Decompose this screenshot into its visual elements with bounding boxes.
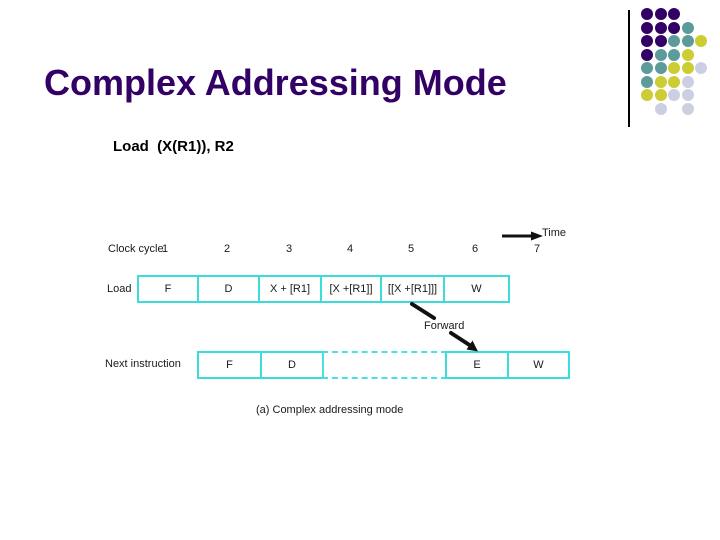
dot-icon (681, 35, 694, 47)
dot-icon (641, 35, 653, 47)
dot-icon (641, 89, 653, 101)
dot-icon (681, 62, 694, 74)
dot-icon (681, 48, 694, 61)
dot-icon (681, 89, 694, 101)
pipeline-box-load-xr1: [X +[R1]] (320, 275, 382, 303)
dot-icon (641, 62, 653, 74)
dot-icon (654, 8, 667, 20)
forward-arrow-from-load (410, 302, 436, 320)
dot-icon (654, 62, 667, 74)
pipeline-box-load-f: F (137, 275, 199, 303)
cycle-number-7: 7 (533, 243, 541, 255)
pipeline-box-load-xr1: [[X +[R1]]] (380, 275, 445, 303)
pipeline-box-next-w: W (507, 351, 570, 379)
time-label: Time (542, 227, 567, 239)
dot-icon (668, 21, 680, 34)
dot-icon (695, 62, 707, 74)
cycle-number-3: 3 (285, 243, 293, 255)
dot-icon (654, 35, 667, 47)
dot-icon (668, 35, 680, 47)
pipeline-box-next-f: F (197, 351, 262, 379)
dot-icon (641, 75, 653, 88)
dot-icon (681, 75, 694, 88)
row-label-load: Load (107, 283, 132, 295)
time-arrow (502, 231, 543, 241)
figure-caption: (a) Complex addressing mode (256, 404, 404, 416)
forward-arrow-to-next (449, 331, 478, 352)
row-label-next-instruction: Next instruction (105, 358, 181, 370)
pipeline-box-next-stall (322, 351, 447, 379)
pipeline-box-load-xr1: X + [R1] (258, 275, 322, 303)
cycle-number-5: 5 (407, 243, 415, 255)
dot-icon (641, 48, 653, 61)
forward-label: Forward (424, 320, 465, 332)
dot-icon (695, 35, 707, 47)
dot-icon (668, 62, 680, 74)
dot-icon (654, 21, 667, 34)
dot-icon (654, 48, 667, 61)
dot-icon (668, 48, 680, 61)
dot-icon (654, 89, 667, 101)
dot-icon (681, 21, 694, 34)
dot-icon (641, 21, 653, 34)
dot-icon (654, 102, 667, 115)
page-title: Complex Addressing Mode (44, 62, 507, 103)
pipeline-box-next-e: E (445, 351, 509, 379)
cycle-number-6: 6 (471, 243, 479, 255)
pipeline-box-next-d: D (260, 351, 324, 379)
cycle-number-1: 1 (161, 243, 169, 255)
dot-icon (681, 102, 694, 115)
dot-icon (668, 89, 680, 101)
pipeline-box-load-w: W (443, 275, 510, 303)
cycle-number-2: 2 (223, 243, 231, 255)
dot-icon (654, 75, 667, 88)
dot-icon (641, 8, 653, 20)
instruction-text: Load (X(R1)), R2 (113, 138, 234, 155)
divider-line (628, 10, 630, 127)
cycle-number-4: 4 (346, 243, 354, 255)
clock-cycle-label: Clock cycle (108, 243, 164, 255)
dot-icon (668, 75, 680, 88)
pipeline-box-load-d: D (197, 275, 260, 303)
dot-icon (668, 8, 680, 20)
